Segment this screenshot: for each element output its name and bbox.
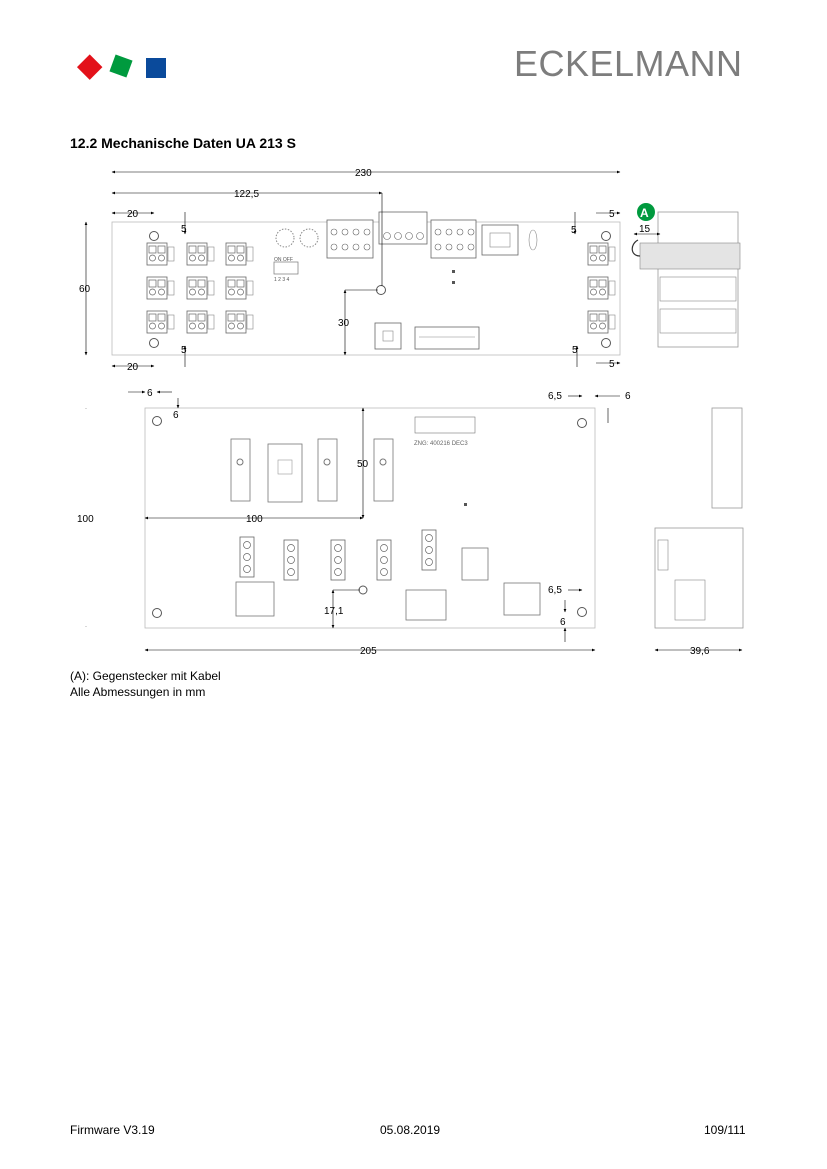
dim-6-lower: 6 xyxy=(560,617,566,628)
footer-date: 05.08.2019 xyxy=(380,1123,441,1137)
dim-205: 205 xyxy=(360,646,377,657)
dim-60: 60 xyxy=(79,284,91,295)
note-units: Alle Abmessungen in mm xyxy=(70,685,206,699)
dim-39-6: 39,6 xyxy=(690,646,710,657)
dim-6-5-right: 6,5 xyxy=(548,391,562,402)
dim-20-top: 20 xyxy=(127,209,139,220)
dim-50: 50 xyxy=(357,459,369,470)
dim-6-left-vert: 6 xyxy=(173,410,179,421)
dip-label-bottom: 1 2 3 4 xyxy=(274,277,290,283)
eckelmann-logo xyxy=(76,54,166,80)
dim-5-right-bottom: 5 xyxy=(609,359,615,370)
dim-6-right: 6 xyxy=(625,391,631,402)
footer-firmware: Firmware V3.19 xyxy=(70,1123,155,1137)
dim-5-right-inner-bottom: 5 xyxy=(572,345,578,356)
dim-5-bottom: 5 xyxy=(181,345,187,356)
dim-6-5-lower: 6,5 xyxy=(548,585,562,596)
notes: (A): Gegenstecker mit Kabel Alle Abmessu… xyxy=(70,668,221,700)
dim-230: 230 xyxy=(355,168,372,179)
footer-page: 109/111 xyxy=(704,1123,746,1137)
dim-17-1: 17,1 xyxy=(324,606,344,617)
dim-20-bottom: 20 xyxy=(127,362,139,373)
dim-30: 30 xyxy=(338,318,350,329)
dim-100-height: 100 xyxy=(77,514,94,525)
dim-6-left: 6 xyxy=(147,388,153,399)
dim-5-right-inner-top: 5 xyxy=(571,225,577,236)
side-view-bottom xyxy=(654,407,744,629)
side-view-top xyxy=(631,211,741,348)
brand-name: ECKELMANN xyxy=(514,43,743,84)
note-a: (A): Gegenstecker mit Kabel xyxy=(70,669,221,683)
board-marking: ZNG: 400216 DEC3 xyxy=(414,441,468,447)
dim-100-mid: 100 xyxy=(246,514,263,525)
dim-122-5: 122,5 xyxy=(234,189,259,200)
dim-15: 15 xyxy=(639,224,651,235)
section-heading: 12.2 Mechanische Daten UA 213 S xyxy=(70,135,296,151)
dim-5-top: 5 xyxy=(181,224,187,235)
dip-label-top: ON OFF xyxy=(274,257,293,263)
mechanical-drawing: ON OFF 1 2 3 4 230 122,5 20 20 5 5 5 5 5… xyxy=(77,168,744,657)
dim-5-right-top: 5 xyxy=(609,209,615,220)
callout-a: A xyxy=(640,206,649,220)
